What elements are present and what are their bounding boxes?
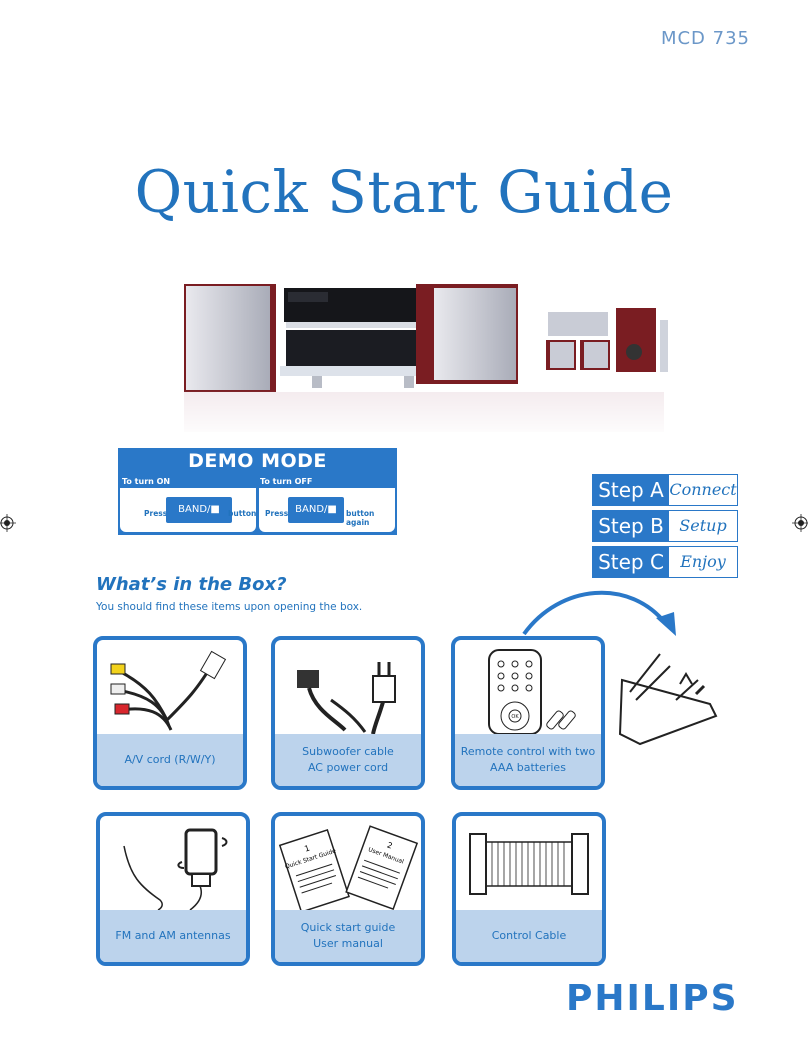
item-card-remote: OK Remote control with two AAA batteries (451, 636, 605, 790)
svg-text:2: 2 (386, 840, 394, 850)
item-label: Control Cable (456, 910, 602, 962)
item-label: Quick start guide User manual (275, 910, 421, 962)
step-b: Step B Setup (592, 510, 738, 542)
band-button-off: BAND/■ (288, 497, 344, 523)
svg-text:OK: OK (511, 714, 519, 720)
model-number: MCD 735 (660, 28, 750, 49)
item-card-av-cord: A/V cord (R/W/Y) (93, 636, 247, 790)
item-card-manuals: 1 Quick Start Guide 2 User Manual Quick … (271, 812, 425, 966)
svg-text:1: 1 (303, 844, 311, 854)
item-label: Remote control with two AAA batteries (455, 734, 601, 786)
button-suffix: button (228, 509, 257, 518)
power-cord-icon (297, 662, 396, 734)
demo-mode-panel: DEMO MODE To turn ON To turn OFF Press B… (118, 448, 397, 535)
press-label-off: Press (265, 509, 289, 518)
step-a: Step A Connect (592, 474, 738, 506)
item-label: A/V cord (R/W/Y) (97, 734, 243, 786)
antenna-icon (123, 828, 228, 910)
registration-mark-right-icon (792, 514, 808, 532)
registration-mark-left-icon (0, 514, 16, 532)
item-card-power-cord: Subwoofer cable AC power cord (271, 636, 425, 790)
item-card-antennas: FM and AM antennas (96, 812, 250, 966)
button-again-suffix: button again (346, 509, 375, 527)
battery-install-illustration (522, 590, 718, 746)
box-contents-title: What’s in the Box? (96, 574, 287, 595)
press-label-on: Press (144, 509, 168, 518)
product-image (176, 284, 676, 440)
box-contents-subtitle: You should find these items upon opening… (96, 601, 363, 613)
item-card-control-cable: Control Cable (452, 812, 606, 966)
turn-on-label: To turn ON (122, 477, 171, 486)
step-c: Step C Enjoy (592, 546, 738, 578)
remote-control-icon: OK (488, 649, 576, 734)
band-button-on: BAND/■ (166, 497, 232, 523)
item-label: FM and AM antennas (100, 910, 246, 962)
control-cable-icon (469, 833, 589, 895)
item-label: Subwoofer cable AC power cord (275, 734, 421, 786)
philips-logo: PHILIPS (566, 978, 739, 1019)
demo-mode-title: DEMO MODE (188, 450, 327, 472)
manuals-icon: 1 Quick Start Guide 2 User Manual (278, 825, 419, 910)
av-cord-icon (110, 650, 227, 731)
turn-off-label: To turn OFF (260, 477, 313, 486)
page-title: Quick Start Guide (134, 158, 674, 226)
